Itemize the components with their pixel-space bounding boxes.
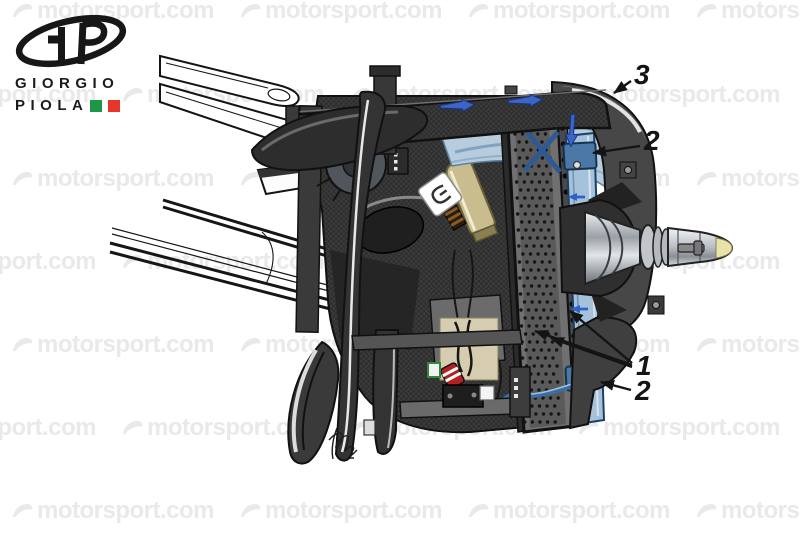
brand-name-piola: PIOLA: [15, 97, 89, 114]
watermark: motorsport.com: [12, 167, 215, 191]
sensor-label-patch: [417, 172, 463, 217]
callout-2-lower: 2: [600, 375, 651, 406]
watermark: motorsport.com: [0, 81, 97, 108]
watermark: motorsport.com: [0, 414, 97, 441]
ribbed-connector: [442, 203, 467, 231]
watermark: motorsport.com: [696, 167, 800, 191]
airflow-arrows-top: [439, 93, 579, 148]
turning-vanes: [250, 90, 429, 465]
watermark: motorsport.com: [12, 499, 215, 523]
watermark: motorsport.com: [696, 333, 800, 357]
callout-3: 3: [613, 59, 650, 94]
watermark: motorsport.com: [578, 416, 781, 440]
watermark: motorsport.com: [240, 499, 443, 523]
watermark: motorsport.com: [468, 0, 671, 23]
wheel-hub-axle: [558, 182, 734, 322]
callout-3-label: 3: [634, 59, 650, 90]
callout-1: 1: [534, 310, 652, 381]
callouts: 3 2 1 2: [534, 59, 660, 406]
artist-signature: [328, 427, 358, 460]
brand-name-giorgio: GIORGIO: [15, 75, 120, 92]
callout-2-upper: 2: [592, 125, 660, 157]
watermark: motorsport.com: [696, 0, 800, 23]
callout-2-upper-label: 2: [643, 125, 660, 156]
watermark: motorsport.com: [0, 248, 97, 275]
callout-2-lower-label: 2: [634, 375, 651, 406]
damper-and-wiring: [417, 159, 502, 411]
watermark: motorsport.com: [240, 0, 443, 23]
brake-disc: [499, 100, 585, 434]
gp-monogram-icon: [15, 14, 127, 68]
callout-1-label: 1: [636, 350, 652, 381]
watermark: motorsport.com: [696, 499, 800, 523]
watermark: motorsport.com: [12, 333, 215, 357]
watermark: motorsport.com: [468, 499, 671, 523]
lower-brackets: [351, 329, 531, 436]
italian-flag-icon: [90, 100, 121, 112]
